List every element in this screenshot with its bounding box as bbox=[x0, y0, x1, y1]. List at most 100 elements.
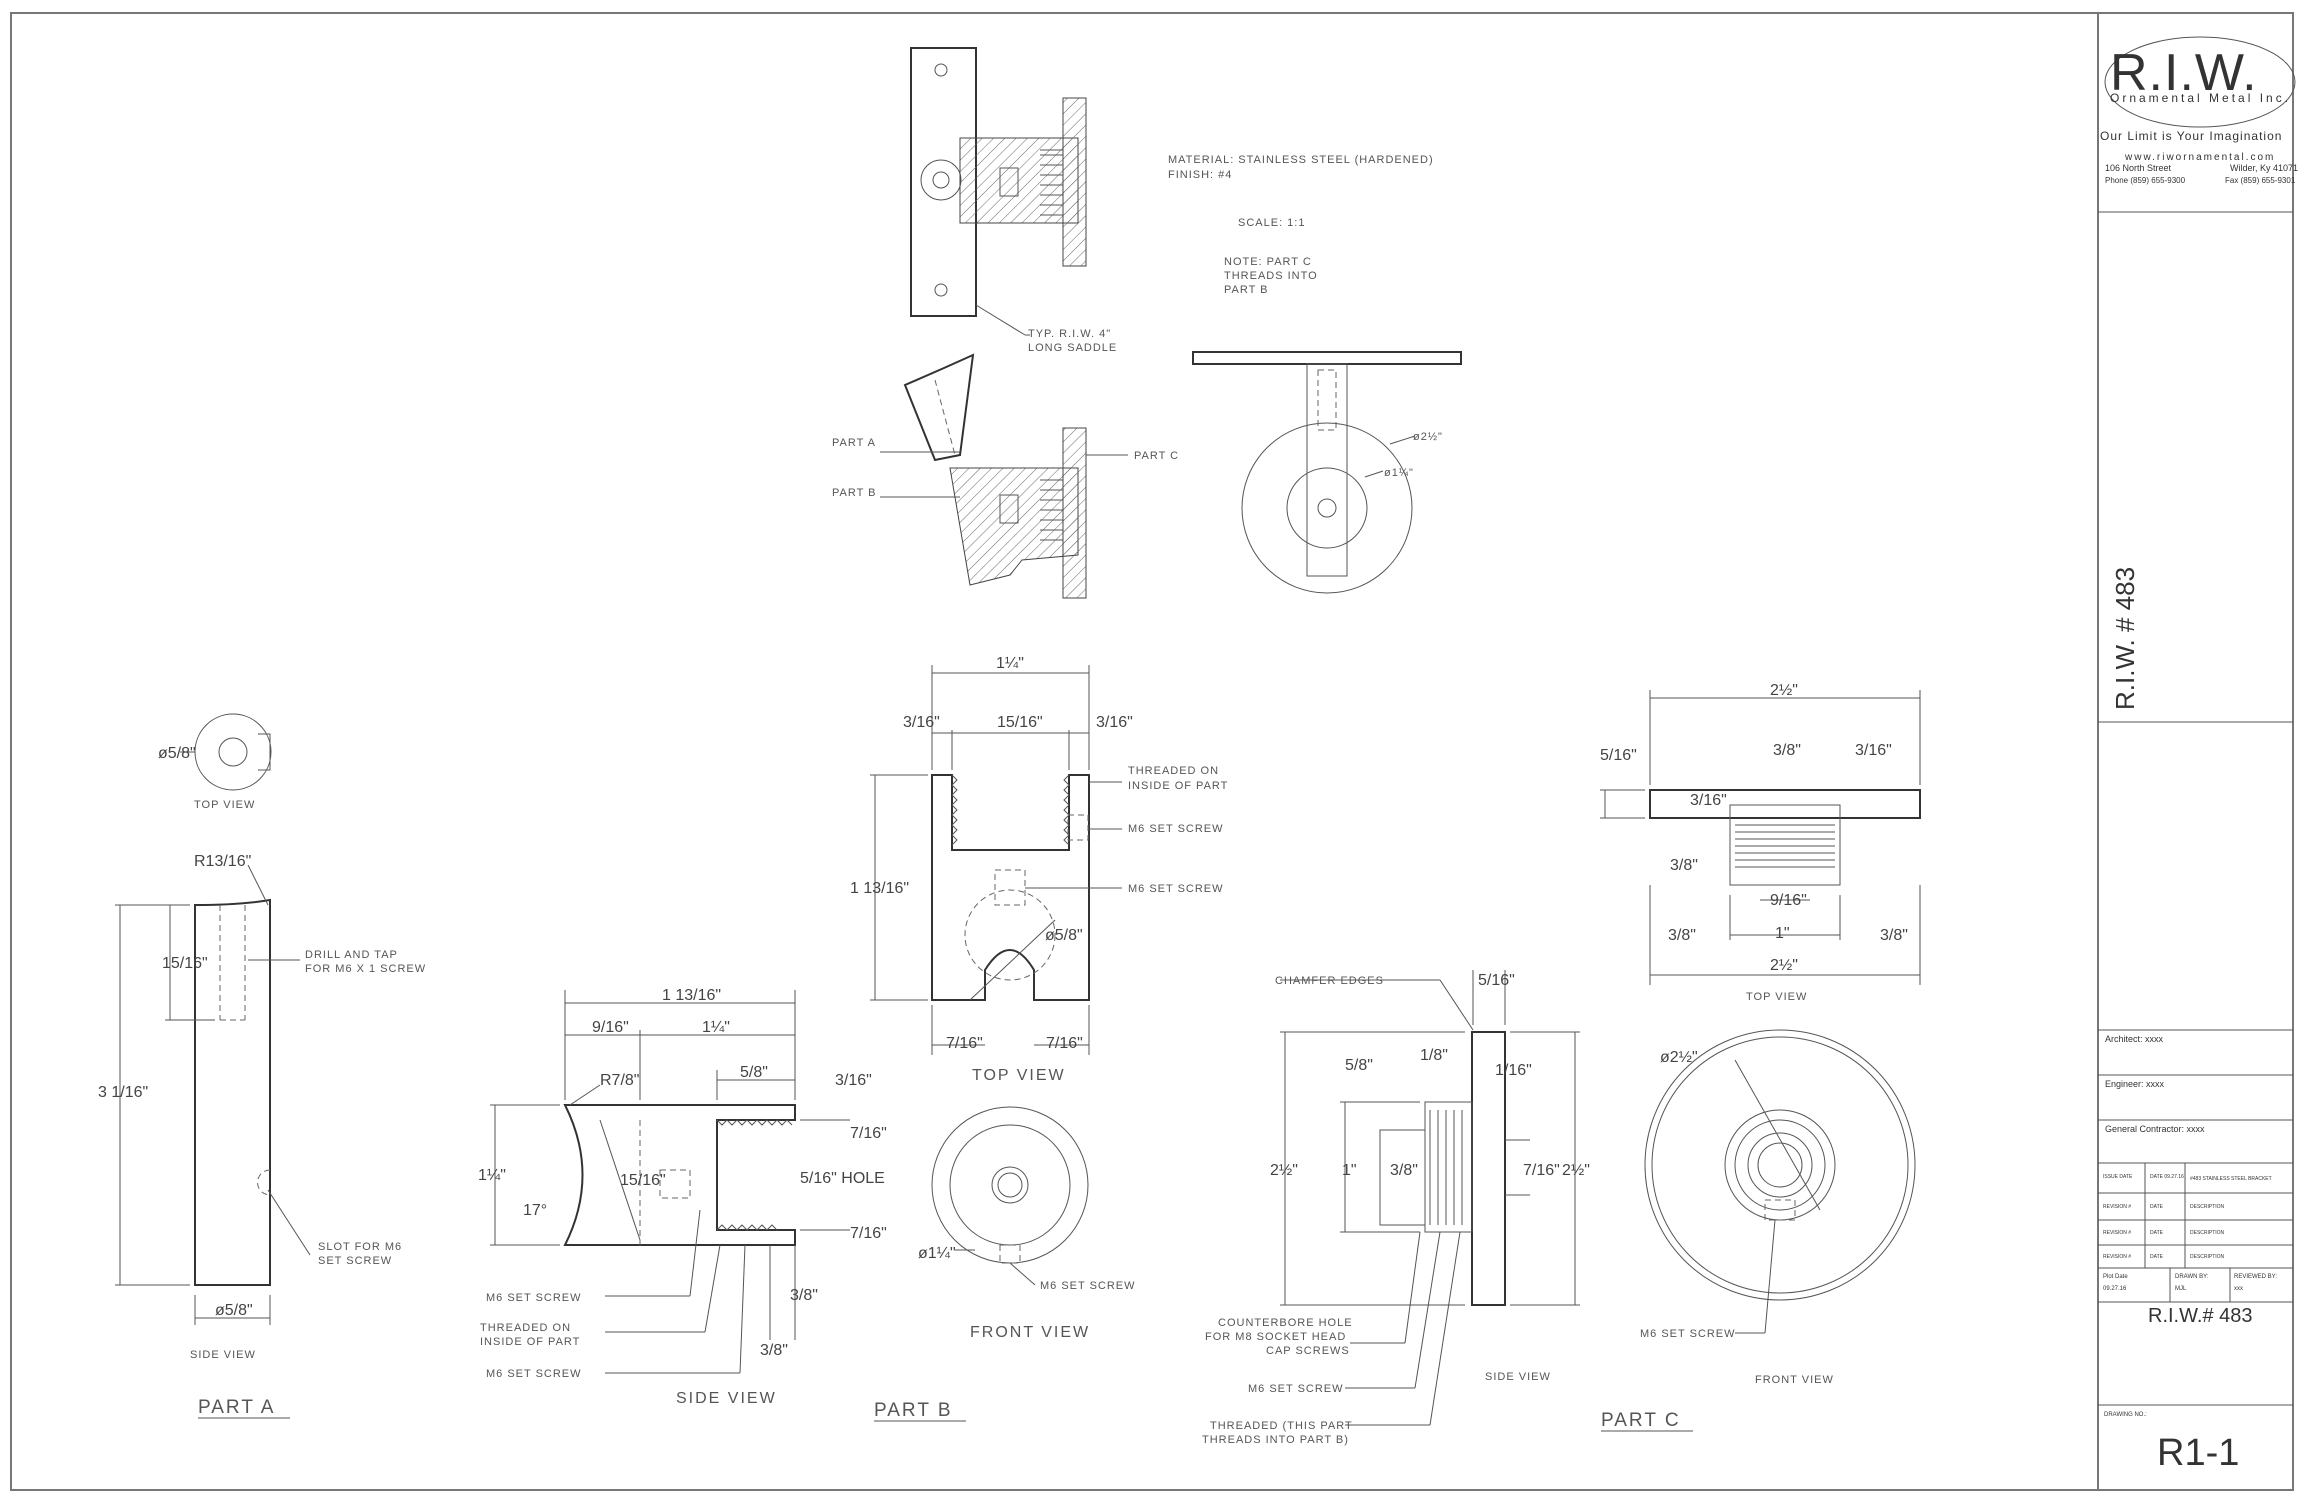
revision-1-desc: DESCRIPTION bbox=[2190, 1204, 2225, 1210]
part-c-top-5: 5/16" bbox=[1600, 747, 1637, 764]
company-logo-text: R.I.W. bbox=[2110, 44, 2258, 102]
part-b-top-view bbox=[870, 665, 1122, 1055]
assembly-section bbox=[903, 353, 1087, 599]
plot-date-label: Plot Date bbox=[2103, 1274, 2128, 1280]
part-a-slot-1: SLOT FOR M6 bbox=[318, 1241, 402, 1253]
part-b-side-radius: R7/8" bbox=[600, 1072, 639, 1089]
part-b-top-view-label: TOP VIEW bbox=[972, 1067, 1066, 1084]
part-c-side-view bbox=[1280, 970, 1580, 1426]
part-b-set-screw-2: M6 SET SCREW bbox=[1128, 883, 1224, 895]
revision-3-label: REVISION # bbox=[2103, 1254, 2131, 1260]
part-c-side-116: 1/16" bbox=[1495, 1062, 1532, 1079]
note-line3: PART B bbox=[1224, 284, 1269, 296]
issue-date: DATE 09.27.16 bbox=[2150, 1174, 2184, 1180]
company-city: Wilder, Ky 41071 bbox=[2230, 163, 2298, 173]
company-street: 106 North Street bbox=[2105, 163, 2172, 173]
revision-1-date: DATE bbox=[2150, 1204, 2164, 1210]
part-b-set-screw-1: M6 SET SCREW bbox=[1128, 823, 1224, 835]
part-b-side-15: 15/16" bbox=[620, 1172, 666, 1189]
drawing-number: R1-1 bbox=[2157, 1432, 2239, 1474]
part-b-side-38a: 3/8" bbox=[790, 1287, 818, 1304]
part-a-title: PART A bbox=[198, 1397, 275, 1418]
part-c-front-view-label: FRONT VIEW bbox=[1755, 1374, 1834, 1386]
contractor-field: General Contractor: xxxx bbox=[2105, 1124, 2205, 1134]
reviewed-by: xxx bbox=[2234, 1286, 2243, 1292]
note-finish: FINISH: #4 bbox=[1168, 169, 1232, 181]
part-b-side-view bbox=[490, 990, 850, 1374]
job-number: R.I.W.# 483 bbox=[2148, 1305, 2253, 1327]
part-c-front-view bbox=[1644, 1029, 1916, 1334]
part-c-side-5: 5/16" bbox=[1478, 972, 1515, 989]
part-b-front-view bbox=[931, 1106, 1089, 1286]
part-c-side-view-label: SIDE VIEW bbox=[1485, 1371, 1551, 1383]
part-a-slot-2: SET SCREW bbox=[318, 1255, 392, 1267]
plot-date: 09.27.16 bbox=[2103, 1286, 2127, 1292]
note-material: MATERIAL: STAINLESS STEEL (HARDENED) bbox=[1168, 154, 1434, 166]
part-b-bottom-left: 7/16" bbox=[946, 1035, 983, 1052]
drawn-by: MJL bbox=[2175, 1286, 2187, 1292]
part-c-top-3a: 3/8" bbox=[1773, 742, 1801, 759]
part-b-side-hole: 5/16" HOLE bbox=[800, 1170, 885, 1187]
assembly-dia-1quarter: ø1¼" bbox=[1384, 467, 1414, 479]
part-a-top-dia: ø5/8" bbox=[158, 745, 196, 762]
part-b-side-9: 9/16" bbox=[592, 1019, 629, 1036]
part-c-side-height: 2½" bbox=[1270, 1162, 1298, 1179]
part-c-counterbore-3: CAP SCREWS bbox=[1266, 1345, 1350, 1357]
part-c-top-l: 3/8" bbox=[1668, 927, 1696, 944]
part-c-top-3c: 3/16" bbox=[1690, 792, 1727, 809]
part-b-threaded-1: THREADED ON bbox=[1128, 765, 1219, 777]
sheet-border bbox=[10, 12, 2294, 1491]
part-a-radius: R13/16" bbox=[194, 853, 251, 870]
part-c-side-38: 3/8" bbox=[1390, 1162, 1418, 1179]
part-b-side-total: 1 13/16" bbox=[662, 987, 721, 1004]
part-c-top-1: 1" bbox=[1775, 925, 1790, 942]
drawn-by-label: DRAWN BY: bbox=[2175, 1274, 2209, 1280]
assembly-part-c: PART C bbox=[1134, 450, 1179, 462]
part-b-lead-thr-2: INSIDE OF PART bbox=[480, 1336, 580, 1348]
company-logo-subtitle: Ornamental Metal Inc. bbox=[2110, 91, 2291, 105]
part-b-width-mid: 15/16" bbox=[997, 714, 1043, 731]
part-b-bottom-right: 7/16" bbox=[1046, 1035, 1083, 1052]
part-c-threaded-2: THREADS INTO PART B) bbox=[1202, 1434, 1349, 1446]
part-a-top-view-label: TOP VIEW bbox=[194, 799, 255, 811]
part-c-side-716: 7/16" bbox=[1523, 1162, 1560, 1179]
revision-1-label: REVISION # bbox=[2103, 1204, 2131, 1210]
part-a-bottom-dia: ø5/8" bbox=[215, 1302, 253, 1319]
part-b-hole-dia: ø5/8" bbox=[1045, 927, 1083, 944]
part-a-drill-1: DRILL AND TAP bbox=[305, 949, 398, 961]
part-b-side-14: 1¼" bbox=[702, 1019, 730, 1036]
assembly-front bbox=[1192, 351, 1462, 594]
note-line1: NOTE: PART C bbox=[1224, 256, 1312, 268]
part-c-side-height-right: 2½" bbox=[1562, 1162, 1590, 1179]
saddle-note-1: TYP. R.I.W. 4" bbox=[1028, 328, 1111, 340]
company-fax: Fax (859) 655-9301 bbox=[2225, 176, 2296, 185]
part-c-top-bottom: 2½" bbox=[1770, 957, 1798, 974]
architect-field: Architect: xxxx bbox=[2105, 1034, 2164, 1044]
issue-label: ISSUE DATE bbox=[2103, 1174, 2133, 1180]
engineer-field: Engineer: xxxx bbox=[2105, 1079, 2165, 1089]
part-c-threaded-1: THREADED (THIS PART bbox=[1210, 1420, 1353, 1432]
assembly-part-a: PART A bbox=[832, 437, 876, 449]
part-a-length: 3 1/16" bbox=[98, 1084, 148, 1101]
part-c-title: PART C bbox=[1601, 1410, 1681, 1431]
note-scale: SCALE: 1:1 bbox=[1238, 217, 1305, 229]
part-a-side-view bbox=[115, 864, 311, 1325]
part-c-counterbore-2: FOR M8 SOCKET HEAD bbox=[1205, 1331, 1346, 1343]
part-b-width-left: 3/16" bbox=[903, 714, 940, 731]
part-a-depth: 15/16" bbox=[162, 955, 208, 972]
part-b-lead-screw-1: M6 SET SCREW bbox=[486, 1292, 582, 1304]
part-b-height: 1 13/16" bbox=[850, 880, 909, 897]
part-c-chamfer: CHAMFER EDGES bbox=[1275, 975, 1384, 987]
company-phone: Phone (859) 655-9300 bbox=[2105, 176, 2186, 185]
part-c-top-916: 9/16" bbox=[1770, 892, 1807, 909]
part-a-side-view-label: SIDE VIEW bbox=[190, 1349, 256, 1361]
part-c-top-38: 3/8" bbox=[1670, 857, 1698, 874]
assembly-dia-2half: ø2½" bbox=[1413, 431, 1443, 443]
part-c-side-18: 1/8" bbox=[1420, 1047, 1448, 1064]
assembly-part-b: PART B bbox=[832, 487, 877, 499]
part-b-side-view-label: SIDE VIEW bbox=[676, 1390, 777, 1407]
part-c-counterbore-1: COUNTERBORE HOLE bbox=[1218, 1317, 1353, 1329]
part-b-front-view-label: FRONT VIEW bbox=[970, 1324, 1090, 1341]
issue-description: #483 STAINLESS STEEL BRACKET bbox=[2190, 1176, 2272, 1182]
